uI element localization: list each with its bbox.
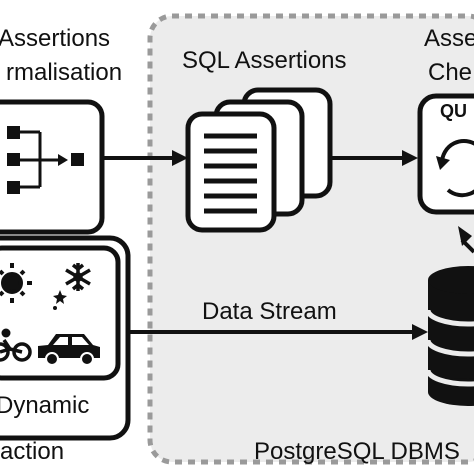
formalisation-box	[0, 99, 105, 235]
checker-box	[417, 93, 474, 215]
data-stream-label: Data Stream	[202, 298, 337, 325]
dynamic-label: Dynamic	[0, 392, 90, 419]
arrow-sql-to-checker	[332, 150, 418, 166]
cyclist-icon	[0, 328, 32, 362]
sun-icon	[0, 263, 32, 303]
database-cylinder-icon	[425, 266, 474, 406]
document-lines	[204, 133, 257, 214]
action-label: action	[0, 438, 65, 465]
moon-stars-icon	[37, 290, 67, 324]
arrow-formalisation-to-sql	[102, 150, 188, 166]
checker-box-text: QU	[440, 101, 467, 121]
assertions-label-line1: Assertions	[0, 25, 111, 52]
arrow-db-to-checker	[458, 226, 474, 254]
checker-label-line1: Asse	[424, 25, 474, 52]
snowflake-icon	[65, 263, 91, 291]
dbms-region	[147, 13, 474, 465]
dbms-label: PostgreSQL DBMS	[254, 438, 460, 465]
checker-label-line2: Che	[428, 59, 473, 86]
assertions-label-line2: rmalisation	[6, 59, 123, 86]
car-icon	[38, 334, 100, 366]
document-stack-icon	[185, 87, 333, 233]
sql-assertions-label: SQL Assertions	[182, 47, 347, 74]
refresh-cycle-icon	[436, 138, 474, 198]
flowchart-icon	[7, 126, 84, 194]
arrow-data-stream	[128, 324, 428, 340]
